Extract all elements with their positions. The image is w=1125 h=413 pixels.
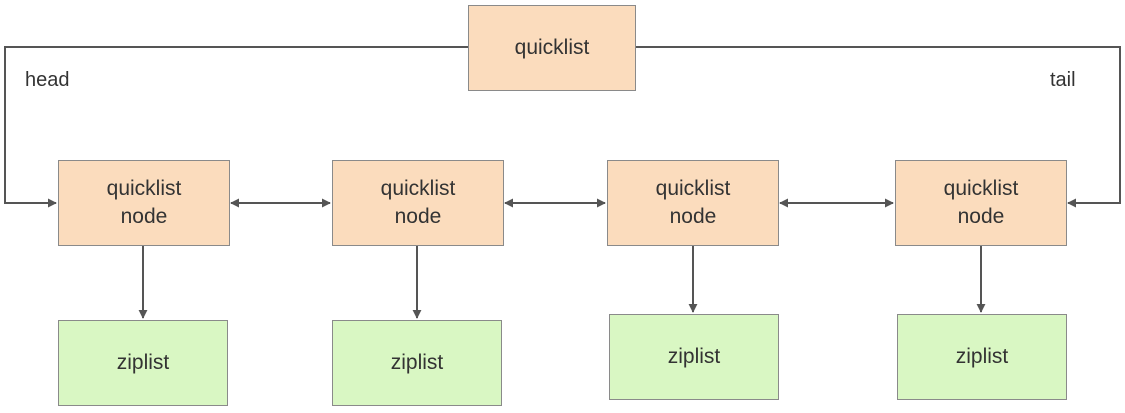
quicklist-node-1: quicklist node <box>58 160 230 246</box>
quicklist-root-box: quicklist <box>468 5 636 91</box>
ziplist-label: ziplist <box>390 350 444 374</box>
head-label: head <box>25 69 70 91</box>
ziplist-label: ziplist <box>667 344 721 368</box>
quicklist-node-3: quicklist node <box>607 160 779 246</box>
quicklist-node-label: quicklist node <box>380 176 456 228</box>
ziplist-box-2: ziplist <box>332 320 502 406</box>
tail-pointer-arrow <box>636 46 1121 208</box>
quicklist-node-label: quicklist node <box>655 176 731 228</box>
ziplist-box-4: ziplist <box>897 314 1067 400</box>
tail-label: tail <box>1050 69 1076 91</box>
ziplist-label: ziplist <box>955 344 1009 368</box>
ziplist-label: ziplist <box>116 350 170 374</box>
head-pointer-arrow <box>4 46 468 208</box>
ziplist-box-1: ziplist <box>58 320 228 406</box>
quicklist-root-label: quicklist <box>514 35 590 59</box>
quicklist-node-label: quicklist node <box>106 176 182 228</box>
quicklist-node-label: quicklist node <box>943 176 1019 228</box>
quicklist-node-4: quicklist node <box>895 160 1067 246</box>
ziplist-box-3: ziplist <box>609 314 779 400</box>
quicklist-node-2: quicklist node <box>332 160 504 246</box>
